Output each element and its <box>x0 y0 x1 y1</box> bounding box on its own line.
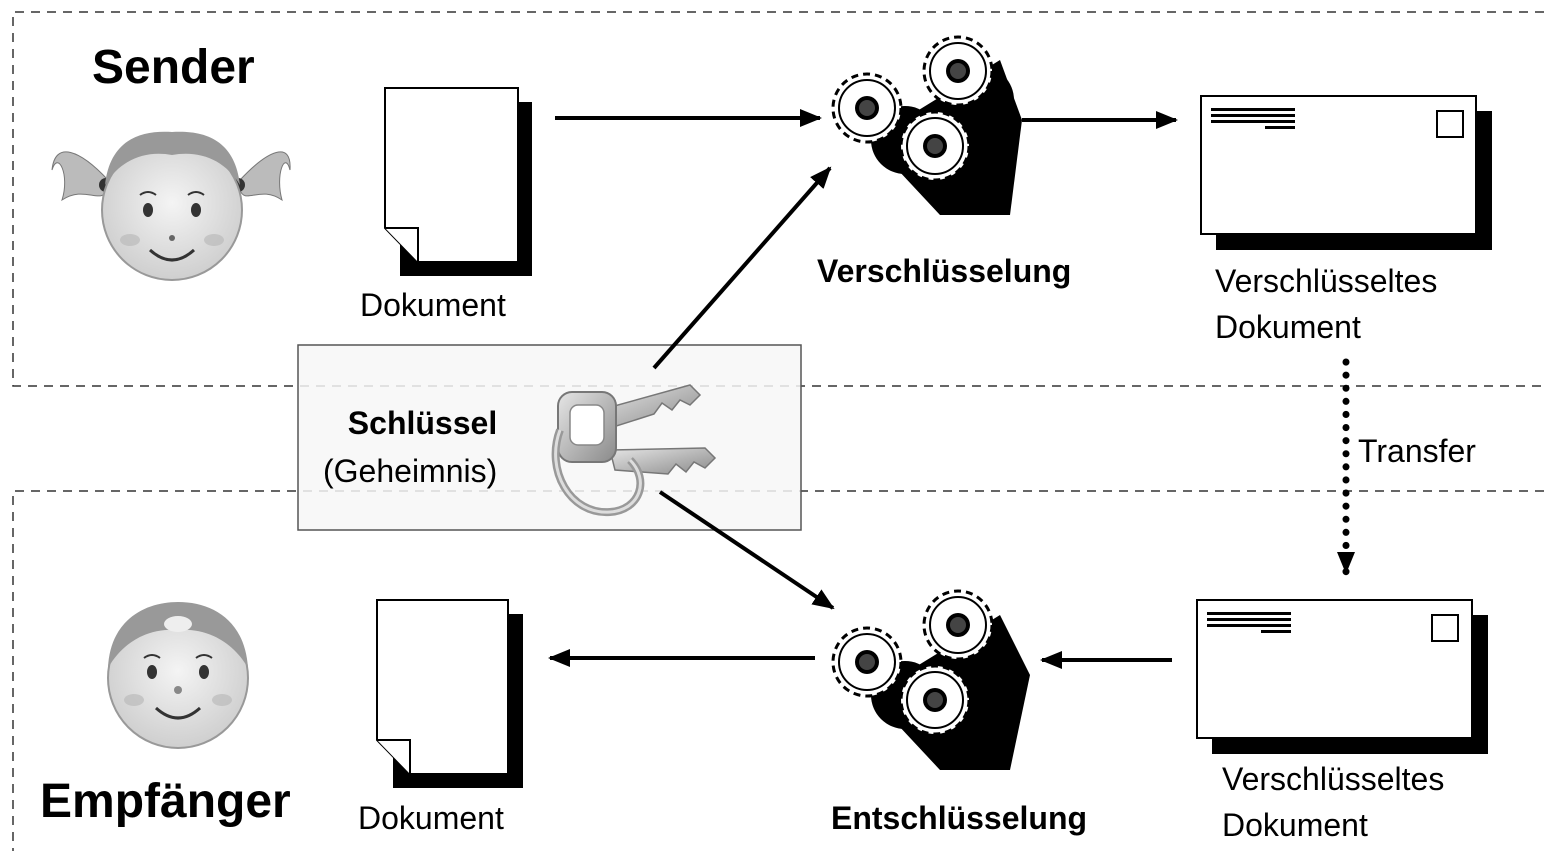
encrypted-envelope-top-icon <box>1200 95 1492 250</box>
encrypted-doc-top-line1: Verschlüsseltes <box>1215 263 1438 299</box>
transfer-label: Transfer <box>1358 433 1476 469</box>
sender-document-label: Dokument <box>360 287 506 323</box>
encryption-label: Verschlüsselung <box>817 253 1072 289</box>
key-subtitle: (Geheimnis) <box>323 453 498 489</box>
encryption-gears-icon <box>831 35 1022 215</box>
sender-zone-border <box>12 11 1544 387</box>
key-box <box>297 344 802 531</box>
receiver-title: Empfänger <box>40 775 291 828</box>
encrypted-doc-bottom-line1: Verschlüsseltes <box>1222 761 1445 797</box>
boy-face-icon <box>107 602 249 749</box>
decryption-gears-icon <box>831 589 1030 770</box>
girl-face-icon <box>51 131 291 281</box>
arrow-key-to-decryption <box>658 490 835 610</box>
encrypted-envelope-bottom-icon <box>1196 599 1488 754</box>
sender-title: Sender <box>92 41 255 94</box>
receiver-document-icon <box>376 599 523 788</box>
encrypted-doc-top-line2: Dokument <box>1215 309 1361 345</box>
receiver-document-label: Dokument <box>358 800 504 836</box>
sender-document-icon <box>384 87 532 276</box>
encrypted-doc-bottom-line2: Dokument <box>1222 807 1368 843</box>
decryption-label: Entschlüsselung <box>831 800 1088 836</box>
arrow-key-to-encryption <box>652 166 832 370</box>
keys-icon <box>551 384 717 517</box>
key-title: Schlüssel <box>347 405 498 441</box>
